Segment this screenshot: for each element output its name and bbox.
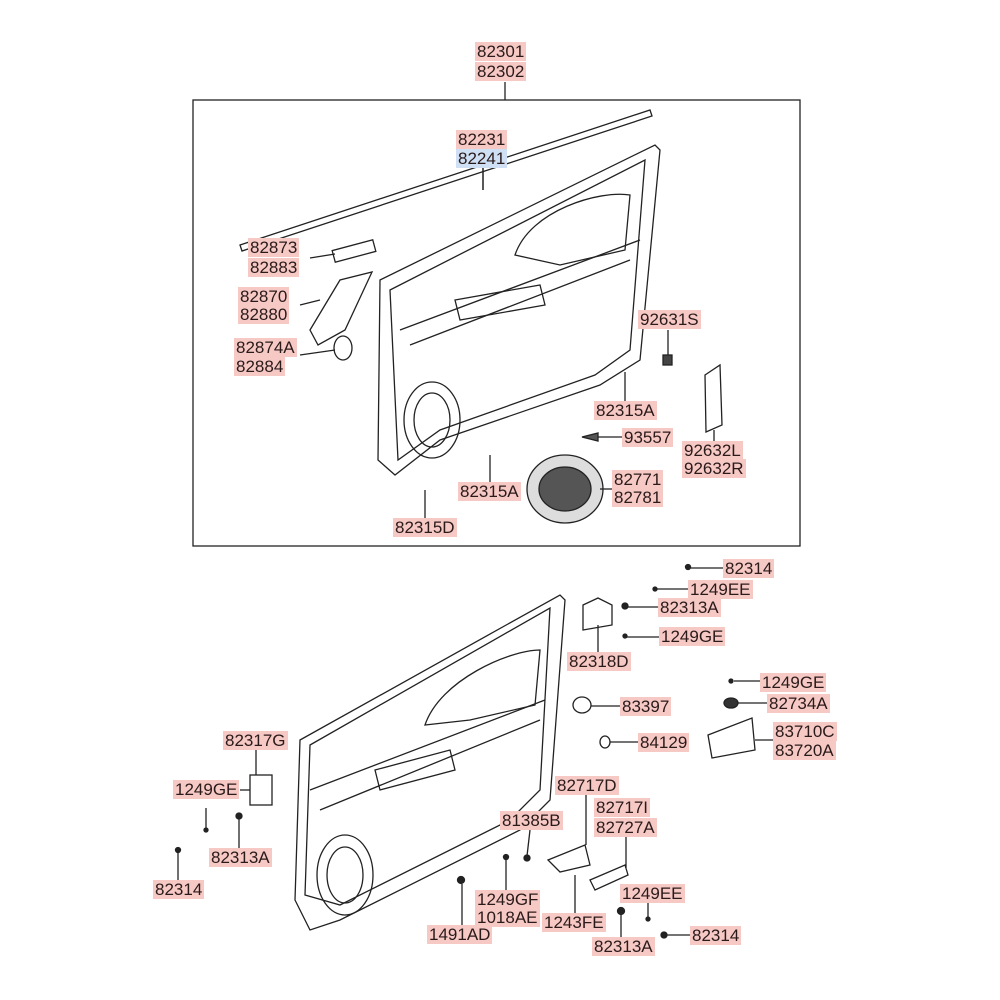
handle-92632L <box>704 363 723 433</box>
part-label-92631S[interactable]: 92631S <box>638 310 701 329</box>
part-label-82717D[interactable]: 82717D <box>555 776 619 795</box>
door-trim-panel-upper <box>377 144 661 476</box>
part-label-82314[interactable]: 82314 <box>690 926 742 945</box>
part-label-82313A[interactable]: 82313A <box>658 598 721 617</box>
part-label-82318D[interactable]: 82318D <box>567 652 631 671</box>
bracket-82318D <box>582 597 613 631</box>
part-label-1243FE[interactable]: 1243FE <box>542 913 606 932</box>
part-label-92632L[interactable]: 92632L <box>682 441 743 460</box>
part-label-82314[interactable]: 82314 <box>723 559 775 578</box>
part-label-93557[interactable]: 93557 <box>622 428 674 447</box>
part-label-82315D[interactable]: 82315D <box>393 518 457 537</box>
part-label-82315A[interactable]: 82315A <box>594 401 657 420</box>
part-label-82870[interactable]: 82870 <box>238 287 290 306</box>
leader-lines <box>299 168 715 518</box>
part-label-82313A[interactable]: 82313A <box>209 848 272 867</box>
part-label-82727A[interactable]: 82727A <box>594 818 657 837</box>
part-label-82883[interactable]: 82883 <box>248 258 300 277</box>
part-label-83720A[interactable]: 83720A <box>773 741 836 760</box>
part-label-82874A[interactable]: 82874A <box>234 338 297 357</box>
pad-83397 <box>572 696 592 714</box>
part-label-1249EE[interactable]: 1249EE <box>688 580 753 599</box>
part-label-1018AE[interactable]: 1018AE <box>475 908 540 927</box>
grommet-84129 <box>599 735 611 749</box>
part-label-83710C[interactable]: 83710C <box>773 722 837 741</box>
part-label-92632R[interactable]: 92632R <box>682 459 746 478</box>
clip-92631S <box>662 354 673 366</box>
part-label-82241-selected[interactable]: 82241 <box>456 149 508 168</box>
cap-82734A <box>723 697 739 709</box>
part-label-1249GF[interactable]: 1249GF <box>475 890 541 909</box>
part-label-82314[interactable]: 82314 <box>153 880 205 899</box>
part-label-82313A[interactable]: 82313A <box>592 937 655 956</box>
part-label-82734A[interactable]: 82734A <box>767 694 830 713</box>
garnish-82870 <box>309 271 374 346</box>
part-label-81385B[interactable]: 81385B <box>500 811 563 830</box>
part-label-1249EE[interactable]: 1249EE <box>620 884 685 903</box>
part-label-82301[interactable]: 82301 <box>475 42 527 61</box>
speaker-grille-inner <box>538 466 592 512</box>
part-label-82884[interactable]: 82884 <box>234 357 286 376</box>
part-label-84129[interactable]: 84129 <box>638 733 690 752</box>
part-label-83397[interactable]: 83397 <box>620 697 672 716</box>
part-label-82880[interactable]: 82880 <box>238 305 290 324</box>
part-label-1249GE[interactable]: 1249GE <box>760 673 827 692</box>
switch-bezel-82873 <box>331 238 377 264</box>
part-label-82781[interactable]: 82781 <box>612 488 664 507</box>
part-label-1249GE[interactable]: 1249GE <box>173 780 240 799</box>
part-label-1249GE[interactable]: 1249GE <box>659 627 726 646</box>
part-label-82717I[interactable]: 82717I <box>594 798 650 817</box>
ring-82874A <box>333 335 353 361</box>
part-label-82317G[interactable]: 82317G <box>223 731 288 750</box>
weatherstrip-82231 <box>239 109 653 252</box>
leader-lines-lower <box>177 567 773 937</box>
part-label-82315A[interactable]: 82315A <box>458 482 521 501</box>
housing-82727A <box>589 864 629 891</box>
part-label-1491AD[interactable]: 1491AD <box>427 925 493 944</box>
part-label-82771[interactable]: 82771 <box>612 470 664 489</box>
part-label-82873[interactable]: 82873 <box>248 238 300 257</box>
part-label-82231[interactable]: 82231 <box>456 130 508 149</box>
switch-82317G <box>249 774 273 806</box>
tray-83710C <box>707 717 756 759</box>
door-trim-panel-lower <box>294 594 566 931</box>
plug-93557 <box>581 432 599 442</box>
assembly-frame <box>192 99 801 547</box>
handle-assy-82717D <box>546 844 591 873</box>
part-label-82302[interactable]: 82302 <box>475 62 527 81</box>
